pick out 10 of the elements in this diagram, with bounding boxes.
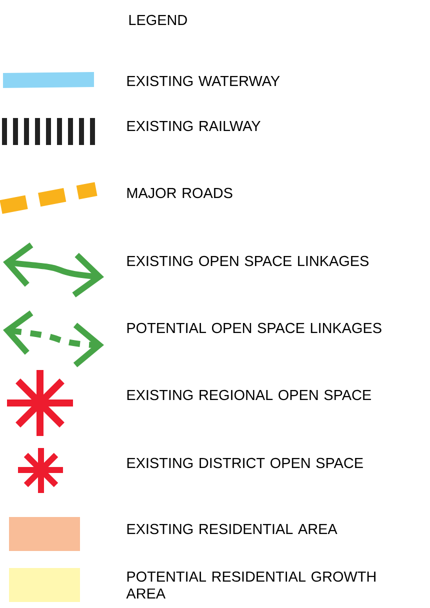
- legend-text: EXISTING WATERWAY: [127, 76, 280, 86]
- legend-text: EXISTING RAILWAY: [127, 120, 260, 132]
- legend-text: POTENTIAL RESIDENTIAL GROWTH AREA: [126, 571, 376, 599]
- legend-title: LEGEND: [129, 14, 187, 26]
- legend-text: POTENTIAL OPEN SPACE LINKAGES: [127, 322, 382, 334]
- legend-text: EXISTING RESIDENTIAL AREA: [127, 524, 338, 534]
- legend-text: EXISTING OPEN SPACE LINKAGES: [127, 256, 368, 266]
- legend-text: MAJOR ROADS: [127, 188, 232, 198]
- legend-text: EXISTING REGIONAL OPEN SPACE: [127, 390, 371, 400]
- legend-text: EXISTING DISTRICT OPEN SPACE: [127, 458, 363, 468]
